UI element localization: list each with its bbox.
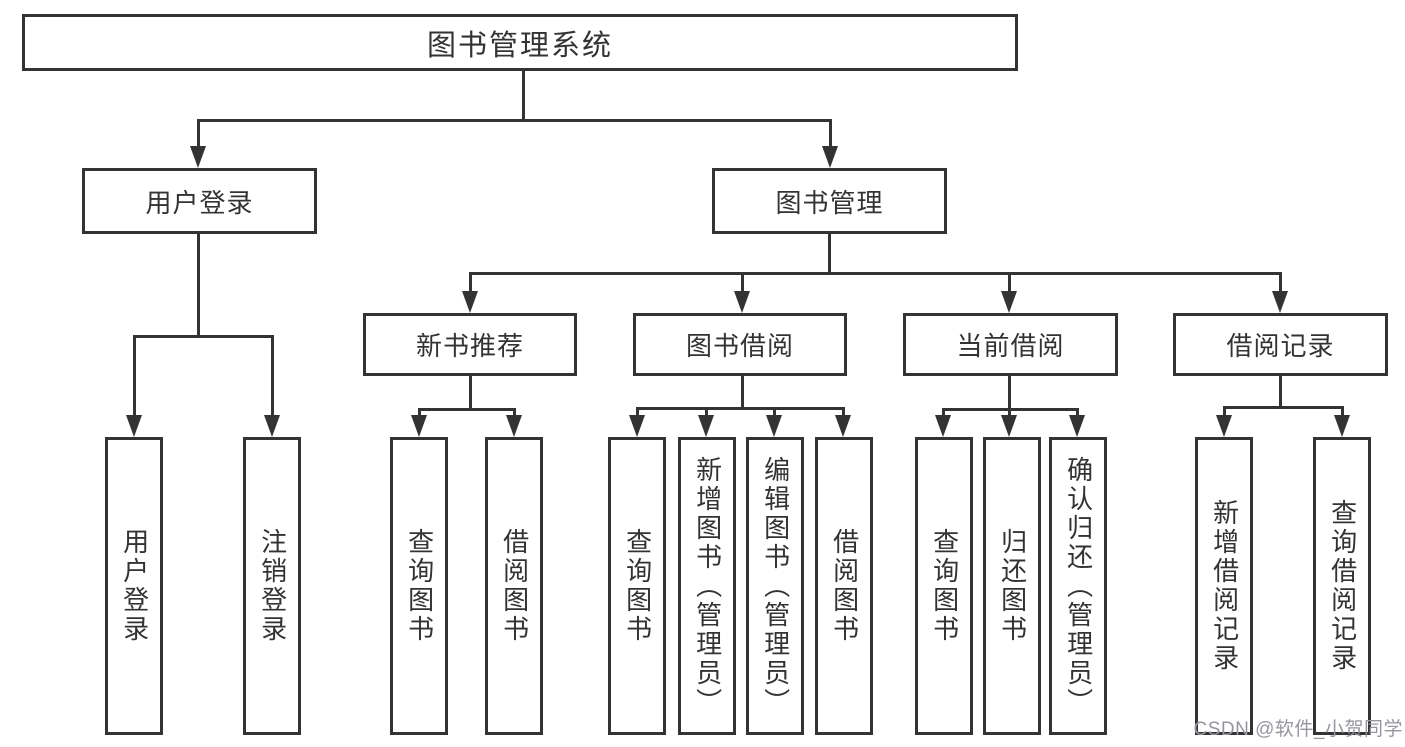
arrow-shaft bbox=[1279, 272, 1282, 291]
leaf-label: 归还图书 bbox=[997, 528, 1028, 644]
node-current-borrowing: 当前借阅 bbox=[903, 313, 1118, 376]
leaf-label: 新增借阅记录 bbox=[1209, 499, 1240, 673]
arrowhead-down-icon bbox=[1069, 415, 1085, 437]
leaf-add-book-admin: 新增图书（管理员） bbox=[678, 437, 736, 735]
leaf-query-books-borrowing: 查询图书 bbox=[608, 437, 666, 735]
arrowhead-down-icon bbox=[411, 415, 427, 437]
connector-line bbox=[469, 376, 472, 408]
node-label: 图书管理系统 bbox=[426, 29, 613, 62]
leaf-add-borrow-record: 新增借阅记录 bbox=[1195, 437, 1253, 735]
connector-line bbox=[1279, 374, 1282, 406]
leaf-edit-book-admin: 编辑图书（管理员） bbox=[746, 437, 804, 735]
node-borrowing-records: 借阅记录 bbox=[1173, 313, 1388, 376]
arrow-shaft bbox=[197, 119, 200, 146]
leaf-label: 借阅图书 bbox=[829, 528, 860, 644]
connector-line bbox=[522, 70, 525, 119]
arrowhead-down-icon bbox=[1001, 415, 1017, 437]
node-label: 新书推荐 bbox=[415, 331, 524, 361]
leaf-borrow-books-borrowing: 借阅图书 bbox=[815, 437, 873, 735]
arrowhead-down-icon bbox=[190, 146, 206, 168]
connector-line bbox=[197, 234, 200, 335]
arrowhead-down-icon bbox=[1334, 415, 1350, 437]
connector-line bbox=[741, 376, 744, 407]
leaf-label: 查询图书 bbox=[404, 528, 435, 644]
leaf-return-books: 归还图书 bbox=[983, 437, 1041, 735]
arrowhead-down-icon bbox=[935, 415, 951, 437]
arrow-shaft bbox=[705, 407, 708, 415]
node-book-borrowing: 图书借阅 bbox=[633, 313, 847, 376]
connector-line bbox=[1008, 376, 1011, 408]
arrow-shaft bbox=[842, 407, 845, 415]
node-label: 图书借阅 bbox=[685, 331, 794, 361]
leaf-borrow-books-recommend: 借阅图书 bbox=[485, 437, 543, 735]
arrowhead-down-icon bbox=[264, 415, 280, 437]
arrow-shaft bbox=[636, 407, 639, 415]
arrow-shaft bbox=[829, 119, 832, 146]
arrow-shaft bbox=[271, 335, 274, 415]
connector-line bbox=[828, 234, 831, 272]
node-label: 借阅记录 bbox=[1226, 331, 1335, 361]
leaf-user-login: 用户登录 bbox=[105, 437, 163, 735]
arrowhead-down-icon bbox=[629, 415, 645, 437]
arrow-shaft bbox=[1076, 408, 1079, 415]
arrowhead-down-icon bbox=[1216, 415, 1232, 437]
node-book-management: 图书管理 bbox=[712, 168, 947, 234]
arrowhead-down-icon bbox=[835, 415, 851, 437]
arrowhead-down-icon bbox=[1001, 291, 1017, 313]
arrow-shaft bbox=[1223, 406, 1226, 415]
leaf-confirm-return-admin: 确认归还（管理员） bbox=[1049, 437, 1107, 735]
connector-line bbox=[469, 272, 1281, 275]
node-label: 图书管理 bbox=[775, 187, 884, 218]
arrowhead-down-icon bbox=[506, 415, 522, 437]
leaf-label: 查询借阅记录 bbox=[1327, 499, 1358, 673]
arrowhead-down-icon bbox=[1272, 291, 1288, 313]
arrow-shaft bbox=[773, 407, 776, 415]
connector-line bbox=[418, 408, 516, 411]
arrowhead-down-icon bbox=[766, 415, 782, 437]
arrow-shaft bbox=[741, 272, 744, 291]
arrow-shaft bbox=[418, 408, 421, 415]
arrow-shaft bbox=[1341, 406, 1344, 415]
watermark: CSDN @软件_小贺同学 bbox=[1193, 719, 1403, 740]
arrow-shaft bbox=[513, 408, 516, 415]
arrowhead-down-icon bbox=[822, 146, 838, 168]
node-new-book-recommendation: 新书推荐 bbox=[363, 313, 577, 376]
node-label: 用户登录 bbox=[145, 187, 254, 218]
leaf-label: 新增图书（管理员） bbox=[692, 455, 723, 717]
arrow-shaft bbox=[1008, 408, 1011, 415]
leaf-query-books-current: 查询图书 bbox=[915, 437, 973, 735]
leaf-label: 查询图书 bbox=[929, 528, 960, 644]
arrow-shaft bbox=[133, 335, 136, 415]
leaf-label: 注销登录 bbox=[257, 528, 288, 644]
arrowhead-down-icon bbox=[462, 291, 478, 313]
arrowhead-down-icon bbox=[734, 291, 750, 313]
arrowhead-down-icon bbox=[698, 415, 714, 437]
leaf-label: 用户登录 bbox=[119, 528, 150, 644]
node-label: 当前借阅 bbox=[956, 331, 1065, 361]
leaf-query-borrow-record: 查询借阅记录 bbox=[1313, 437, 1371, 735]
node-library-management-system: 图书管理系统 bbox=[22, 14, 1018, 71]
leaf-logout: 注销登录 bbox=[243, 437, 301, 735]
leaf-label: 借阅图书 bbox=[499, 528, 530, 644]
arrow-shaft bbox=[469, 272, 472, 291]
leaf-query-books-recommend: 查询图书 bbox=[390, 437, 448, 735]
connector-line bbox=[1223, 406, 1344, 409]
connector-line bbox=[636, 407, 845, 410]
node-user-login: 用户登录 bbox=[82, 168, 317, 234]
arrow-shaft bbox=[1008, 272, 1011, 291]
leaf-label: 编辑图书（管理员） bbox=[760, 455, 791, 717]
arrowhead-down-icon bbox=[126, 415, 142, 437]
arrow-shaft bbox=[942, 408, 945, 415]
connector-line bbox=[133, 335, 274, 338]
connector-line bbox=[197, 119, 831, 122]
leaf-label: 查询图书 bbox=[622, 528, 653, 644]
leaf-label: 确认归还（管理员） bbox=[1063, 455, 1094, 717]
